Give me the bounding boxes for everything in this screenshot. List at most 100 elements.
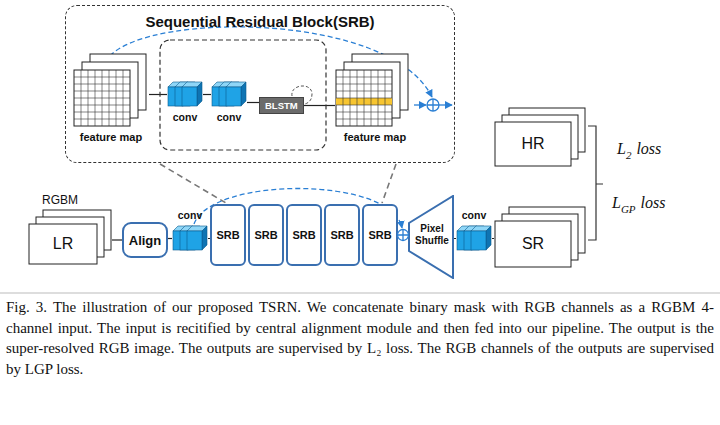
image-plane [495,221,571,267]
input-label: RGBM [42,193,78,207]
figure-caption: Fig. 3. The illustration of our proposed… [6,297,714,379]
feature-plane [74,70,130,126]
conv-label: conv [450,209,498,221]
grid-line [74,119,130,120]
loss-text: L [617,140,626,157]
blstm-label: BLSTM [265,100,298,111]
grid-line [336,105,392,106]
cube-front [182,87,197,106]
srb-label: SRB [216,229,239,241]
feature-label: feature map [335,131,415,143]
sum-symbol [398,230,409,241]
node-cubeTop: conv [172,209,208,255]
image-label: HR [495,122,571,166]
node-srb: SRB [248,204,284,266]
node-srb: SRB [210,204,246,266]
srb-label: SRB [368,229,391,241]
fmap-to-plus [414,104,426,105]
loss-text: L [612,194,621,211]
block-title: Sequential Residual Block(SRB) [66,13,454,30]
loss-text: loss [636,140,661,157]
zoom-line [382,164,396,203]
grid-line [116,70,117,126]
loss-label: L2 loss [617,140,661,161]
conv-label: conv [161,111,209,123]
node-srb: SRB [324,204,360,266]
grid-line [371,70,372,126]
subscript: 2 [626,149,632,161]
grid-line [336,119,392,120]
image-plane [495,122,571,166]
node-cubeTop: conv [456,209,492,255]
conv-label: conv [166,209,214,221]
cube-front [226,87,241,106]
connector [247,102,259,103]
cube-front [187,231,202,250]
srb-label: SRB [330,229,353,241]
connector [203,94,211,95]
grid-line [109,70,110,126]
cube-side [202,226,207,250]
cube-side [197,82,202,106]
connector [398,234,408,235]
node-srb: SRB [286,204,322,266]
node-fmap: feature map [73,53,149,149]
connector [149,94,167,95]
grid-line [123,70,124,126]
feature-label: feature map [73,131,149,143]
caption-text: Fig. 3. The illustration of our proposed… [6,299,714,377]
node-stack: SR [494,206,586,268]
loss-bracket [588,126,603,240]
node-align: Align [122,222,168,258]
node-pixel: Pixel Shuffle [408,195,454,279]
grid-line [336,112,392,113]
srb-label: SRB [254,229,277,241]
connector [112,239,122,240]
loss-label: LGP loss [612,194,665,215]
sum-symbol [427,99,439,111]
connector [492,238,494,239]
cube-front [471,231,486,250]
connector [168,238,172,239]
align-label: Align [129,233,162,248]
trapezoid [409,196,453,278]
pixel-shuffle-label: Pixel Shuffle [411,223,453,247]
image-plane [29,224,97,264]
node-outer: Sequential Residual Block(SRB) feature ma… [65,5,455,163]
grid-line [385,70,386,126]
image-label: LR [29,224,97,264]
srb-label: SRB [292,229,315,241]
cube-side [486,226,491,250]
grid-line [74,98,130,99]
feature-plane [336,70,392,126]
grid-line [74,112,130,113]
inner-dashed-box [160,40,326,150]
node-shape [335,53,411,127]
node-stack: HR [494,107,586,167]
plus-out [439,104,452,105]
connector [304,105,335,106]
cube-side [241,82,246,106]
node-srb: SRB [362,204,398,266]
node-cube: conv [211,81,247,129]
zoom-line [160,164,226,203]
node-shape [456,225,492,252]
caption-rule [0,293,720,294]
grid-line [336,98,392,99]
subscript: GP [621,203,636,215]
node-shape [167,81,203,108]
loss-text: loss [641,194,666,211]
node-fmapY: feature map [335,53,415,149]
node-shape [73,53,149,127]
node-blstm: BLSTM [259,97,304,114]
grid-line [74,105,130,106]
node-shape [211,81,247,108]
node-shape [172,225,208,252]
node-lr: RGBM LR [28,193,112,265]
image-label: SR [495,221,571,267]
connector [454,238,456,239]
conv-label: conv [205,111,253,123]
grid-line [378,70,379,126]
node-cube: conv [167,81,203,129]
